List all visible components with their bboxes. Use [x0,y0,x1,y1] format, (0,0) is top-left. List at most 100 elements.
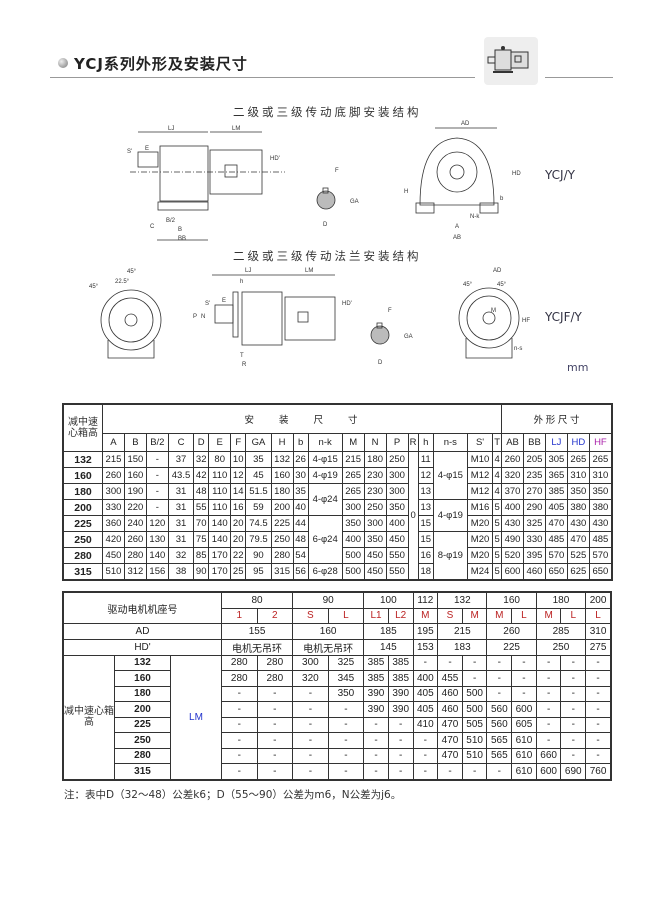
table-cell: - [560,701,587,718]
table-cell: 650 [544,563,568,581]
svg-text:F: F [335,168,339,174]
table-cell: 48 [193,483,210,500]
table-cell: - [560,670,587,687]
table-cell: 430 [566,515,590,532]
motor-frame-header: 驱动电机机座号 [62,591,222,624]
table-cell: 300 [341,499,365,516]
frame-size: 280 [62,547,103,564]
foot-front-view: AD H HD b N-k A AB [404,121,521,241]
svg-text:S': S' [127,149,132,155]
table-cell: 260 [486,623,537,640]
flange-side-view: LJ LM HD' S' E h P N T R [193,268,352,368]
svg-text:T: T [240,353,244,359]
table-cell: 350 [385,499,409,516]
frame-size: 132 [114,654,171,671]
svg-text:D: D [378,360,383,366]
table-cell: 6-φ28 [307,563,343,581]
table-cell: 385 [387,670,414,687]
table-cell: 350 [566,483,590,500]
table-cell: 400 [341,531,365,548]
table-cell: - [585,701,612,718]
table-cell: 225 [486,638,537,656]
table-cell: 51.5 [245,483,272,500]
table-cell: 265 [341,467,365,484]
table-cell: 500 [341,547,365,564]
table-cell: 160 [270,467,294,484]
frame-size: 225 [114,716,171,733]
table-cell: 140 [208,515,232,532]
table-cell: 110 [208,467,232,484]
table-cell: 110 [208,499,232,516]
svg-text:45°: 45° [497,282,507,288]
table-cell: 90 [245,547,272,564]
motor-subtype: L2 [387,607,414,624]
column-header: HD [566,433,590,452]
table-cell: 140 [208,531,232,548]
table-cell: 330 [102,499,125,516]
table-cell: 280 [221,654,258,671]
motor-subtype: M [412,607,439,624]
frame-size: 200 [62,499,103,516]
table-cell: - [535,701,562,718]
table-cell: 250 [535,638,587,656]
svg-text:B/2: B/2 [166,218,176,224]
table-cell: 470 [437,716,463,733]
table-cell: 70 [193,515,210,532]
svg-text:S': S' [205,301,210,307]
table-cell: - [256,763,294,780]
table-cell: 5 [492,499,503,516]
table-cell: 460 [523,563,546,581]
column-header: E [208,433,232,452]
unit-label: mm [567,361,589,374]
table-cell: 600 [501,563,524,581]
table-cell: 5 [492,531,503,548]
flange-end-view: 45° 45° 22.5° [89,269,162,359]
column-header: S' [466,433,494,452]
table-cell: 390 [387,701,414,718]
table-cell: 380 [566,499,590,516]
foot-side-view: LJ LM HD' S' E C B/2 B BB [127,126,285,242]
table-cell: - [560,732,587,749]
table-cell: 85 [193,547,210,564]
table-cell: 185 [363,623,414,640]
install-dimensions-header: 安 装 尺 寸 [101,403,503,434]
table-cell: 26 [292,451,309,468]
motor-frame: 100 [363,591,414,609]
table-cell: 320 [292,670,329,687]
svg-text:AB: AB [453,235,461,241]
table-cell: 300 [102,483,125,500]
frame-size: 160 [62,467,103,484]
table-cell: - [387,747,414,764]
table-cell: 300 [385,483,409,500]
table-cell: M12 [466,483,494,500]
svg-text:HD': HD' [342,301,352,307]
table-cell: 43.5 [167,467,195,484]
table-cell: 550 [385,563,409,581]
table-cell: - [292,732,329,749]
table-cell: - [412,747,439,764]
table-cell: - [437,763,463,780]
table-cell: 500 [461,685,488,702]
table-cell: 455 [437,670,463,687]
table-cell: 400 [501,499,524,516]
table-cell: - [145,451,169,468]
table-cell: 260 [501,451,524,468]
svg-text:E: E [222,298,226,304]
table-cell: 5 [492,547,503,564]
table-cell: - [461,654,488,671]
table-cell: 156 [145,563,169,581]
flange-model-label: YCJF/Y [545,310,582,324]
table-cell: 240 [123,515,147,532]
table-cell: 500 [341,563,365,581]
table-cell: - [437,654,463,671]
table-cell: 460 [437,685,463,702]
table-cell: 13 [417,499,434,516]
table-cell: 660 [535,747,562,764]
svg-text:D: D [323,222,328,228]
table-cell: - [560,716,587,733]
